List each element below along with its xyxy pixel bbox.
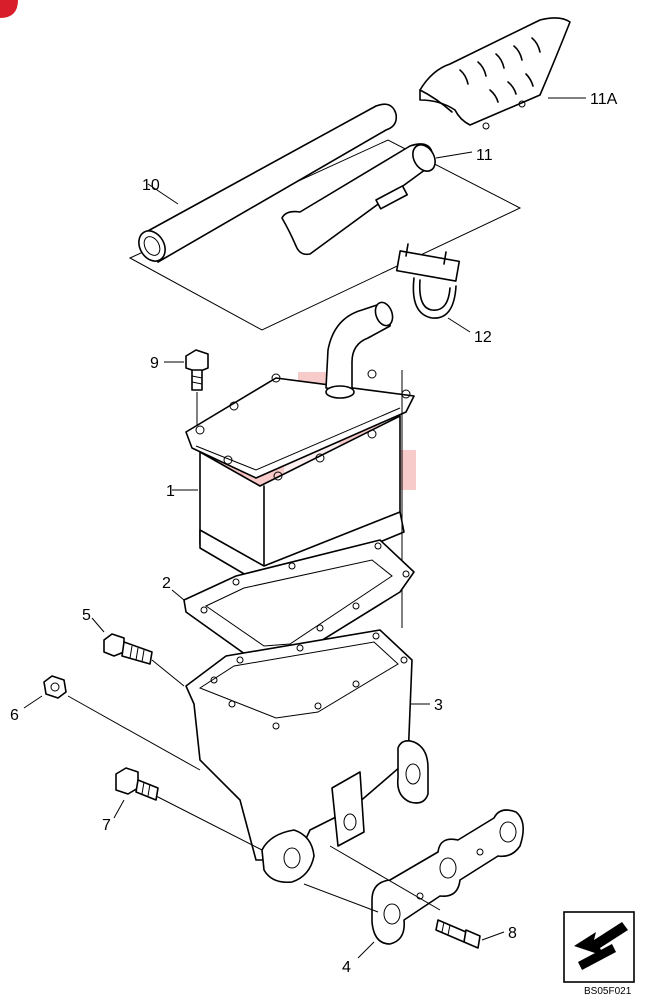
callout-5: 5 [82, 607, 91, 624]
callout-1: 1 [166, 483, 175, 500]
exhaust-pipe-10 [128, 103, 522, 331]
muffler-1 [172, 301, 415, 628]
heat-shield-11a [419, 17, 586, 130]
view-direction-arrow-icon [574, 922, 628, 956]
callout-7: 7 [102, 817, 111, 834]
bolt-5 [91, 617, 185, 687]
callout-10: 10 [142, 177, 160, 194]
corner-marker [0, 0, 18, 18]
manifold-3 [185, 629, 430, 884]
callout-11: 11 [476, 147, 493, 164]
bolt-9 [164, 349, 209, 428]
callout-2: 2 [162, 575, 171, 592]
stud-8 [435, 919, 505, 949]
callout-4: 4 [342, 959, 351, 976]
u-bolt-clamp-12 [395, 243, 471, 333]
gasket-2 [171, 539, 415, 663]
callout-3: 3 [434, 697, 443, 714]
callout-12: 12 [474, 329, 492, 346]
nut-6 [23, 675, 201, 771]
manifold-gasket-4 [303, 809, 524, 959]
tail-pipe-11 [281, 143, 473, 256]
callout-8: 8 [508, 925, 517, 942]
callout-9: 9 [150, 355, 159, 372]
callout-6: 6 [10, 707, 19, 724]
figure-code: BS05F021 [584, 986, 632, 997]
bolt-7 [113, 767, 263, 851]
callout-11a: 11A [590, 91, 618, 108]
view-direction-box [563, 911, 635, 983]
